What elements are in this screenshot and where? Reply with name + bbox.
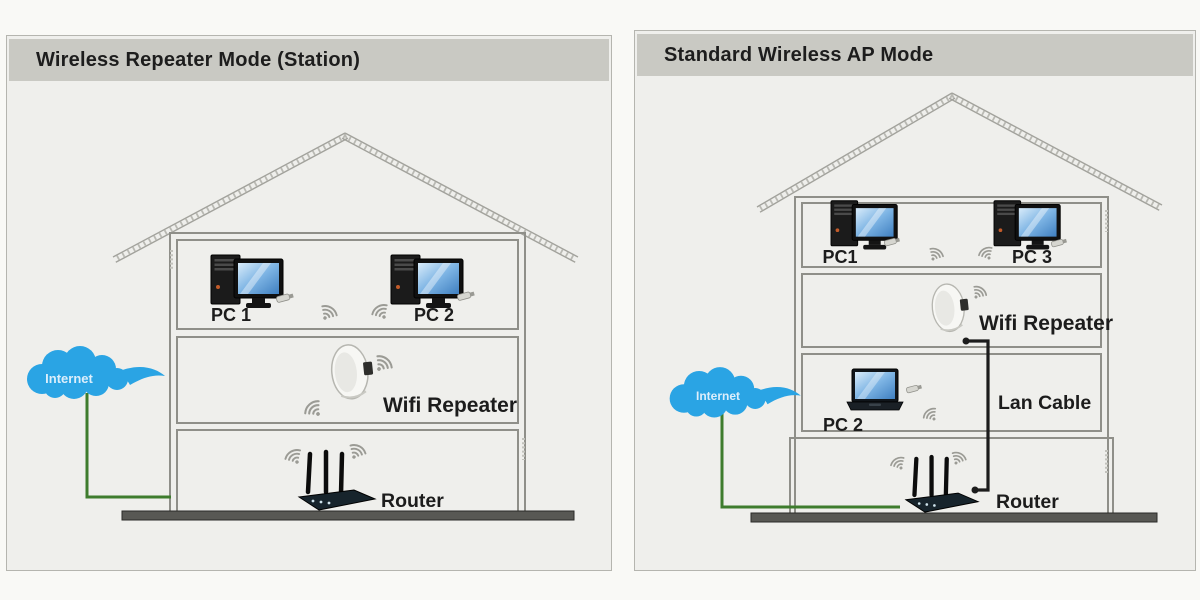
right-panel-title: Standard Wireless AP Mode <box>664 44 934 66</box>
right-repeater-icon <box>929 281 972 334</box>
left-router-label: Router <box>381 490 444 512</box>
left-pc1-icon <box>210 254 284 309</box>
wifi-signal-icon <box>282 446 307 469</box>
left-pc1-label: PC 1 <box>211 305 251 325</box>
left-ground <box>121 510 575 521</box>
lan-cable-label: Lan Cable <box>998 392 1091 414</box>
right-panel: Standard Wireless AP Mode <box>634 30 1196 571</box>
wifi-signal-icon <box>968 283 989 304</box>
left-floor-top <box>176 239 519 330</box>
left-panel-title: Wireless Repeater Mode (Station) <box>36 49 361 71</box>
right-pc2-icon <box>846 368 904 411</box>
left-pc2-label: PC 2 <box>414 305 454 325</box>
wifi-signal-icon <box>301 397 327 423</box>
left-router-icon <box>299 452 375 510</box>
left-house: Internet PC 1 PC 2 Wifi Repeater Router <box>27 132 579 521</box>
right-pc1-label: PC1 <box>822 247 857 267</box>
wifi-signal-icon <box>369 352 396 378</box>
right-repeater-label: Wifi Repeater <box>979 312 1113 335</box>
left-panel-title-bar: Wireless Repeater Mode (Station) <box>9 39 609 81</box>
lan-cable-line <box>967 339 990 492</box>
right-floor-3 <box>801 353 1102 432</box>
right-pc2-dongle-icon <box>905 383 923 394</box>
wifi-signal-icon <box>315 302 340 325</box>
wifi-signal-icon <box>369 301 394 324</box>
right-house-roof <box>756 92 1163 213</box>
wifi-signal-icon <box>344 441 369 464</box>
wifi-signal-icon <box>925 245 946 265</box>
right-router-icon <box>906 457 978 512</box>
lan-cable-plug <box>962 337 970 345</box>
right-internet-label: Internet <box>696 389 740 403</box>
right-pc3-label: PC 3 <box>1012 247 1052 267</box>
right-pc2-label: PC 2 <box>823 415 863 435</box>
left-internet-label: Internet <box>45 371 93 386</box>
left-internet-cable <box>85 393 171 499</box>
right-house: Internet PC1 PC 3 Wifi Repeater PC 2 Lan <box>669 92 1163 523</box>
wifi-signal-icon <box>888 454 909 474</box>
left-floor-middle <box>176 336 519 424</box>
left-house-roof <box>112 132 579 263</box>
left-pc2-icon <box>390 254 464 309</box>
left-repeater-icon <box>328 341 377 402</box>
right-floor-2 <box>801 273 1102 348</box>
right-ground <box>750 512 1158 523</box>
wifi-signal-icon <box>976 244 997 264</box>
left-wall-hatch <box>170 250 525 460</box>
right-pc3-icon <box>993 200 1061 250</box>
right-panel-title-bar: Standard Wireless AP Mode <box>637 34 1193 76</box>
right-floor-1 <box>801 202 1102 268</box>
right-router-label: Router <box>996 491 1059 513</box>
wifi-signal-icon <box>920 405 942 426</box>
right-internet-cable <box>720 414 900 509</box>
wifi-signal-icon <box>947 449 968 469</box>
lan-cable-plug <box>971 486 979 494</box>
left-repeater-label: Wifi Repeater <box>383 394 517 417</box>
